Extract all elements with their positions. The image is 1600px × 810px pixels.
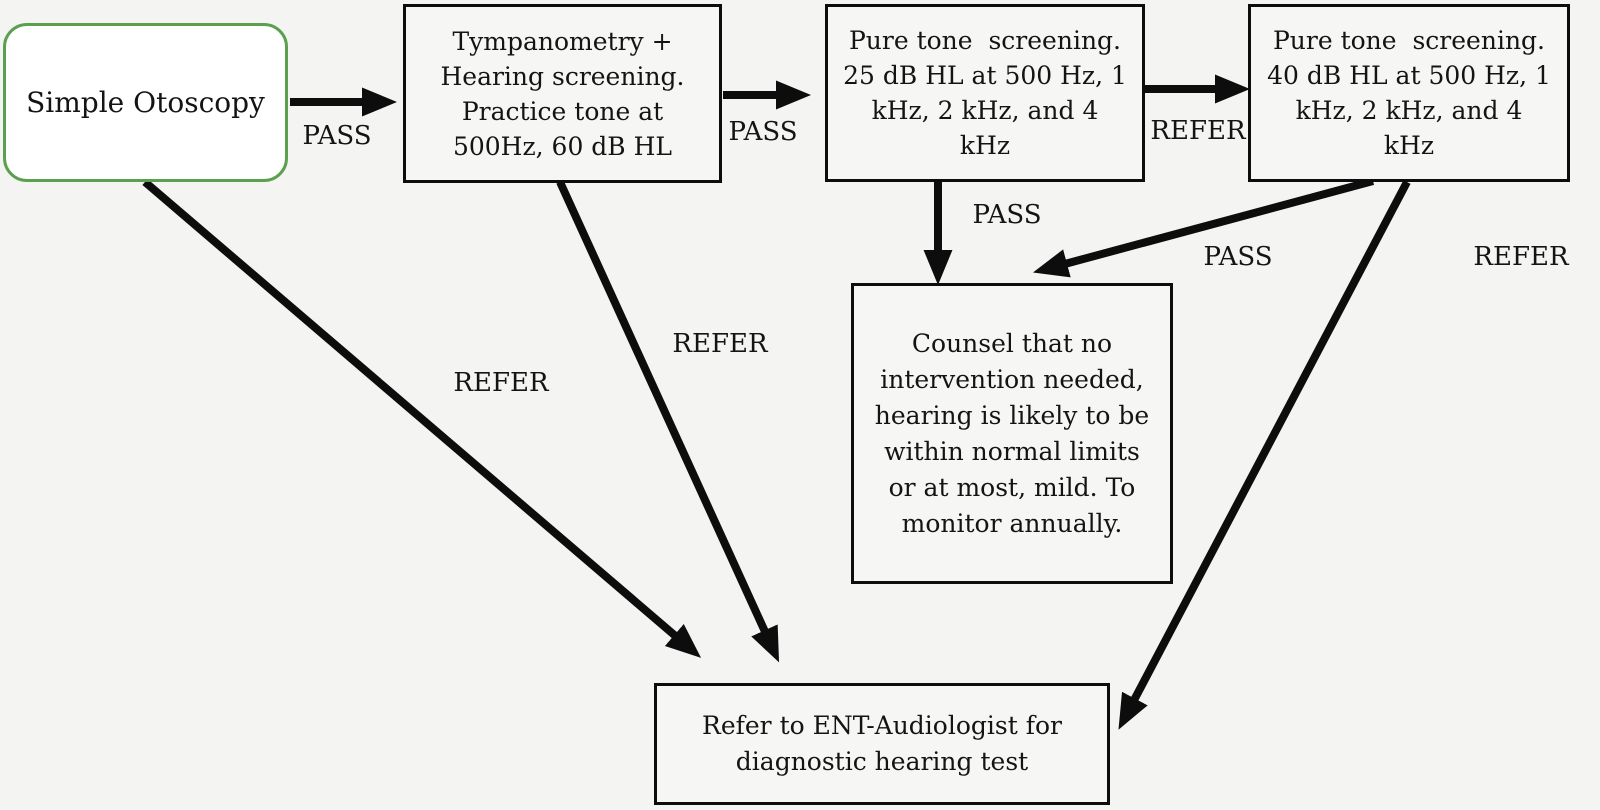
label-otoscopy-refer: REFER <box>453 368 549 398</box>
arrow-otoscopy-refer <box>142 178 702 658</box>
label-pt25-refer: REFER <box>1150 116 1246 146</box>
arrow-pt40-pass <box>1032 177 1375 278</box>
node-simple-otoscopy: Simple Otoscopy <box>3 23 288 182</box>
node-refer-ent-audiologist: Refer to ENT-Audiologist for diagnostic … <box>654 683 1110 805</box>
label-tympanometry-refer: REFER <box>672 329 768 359</box>
label-tympanometry-pass: PASS <box>728 117 798 147</box>
arrow-tympanometry-refer <box>556 180 780 663</box>
arrow-pt40-refer <box>1118 180 1411 730</box>
label-pt40-pass: PASS <box>1203 242 1273 272</box>
node-pure-tone-40db: Pure tone screening. 40 dB HL at 500 Hz,… <box>1248 4 1570 182</box>
label-pt40-refer: REFER <box>1473 242 1569 272</box>
label-otoscopy-pass: PASS <box>302 121 372 151</box>
node-counsel-no-intervention: Counsel that no intervention needed, hea… <box>851 283 1173 584</box>
node-pure-tone-25db: Pure tone screening. 25 dB HL at 500 Hz,… <box>825 4 1145 182</box>
node-tympanometry-screening: Tympanometry + Hearing screening. Practi… <box>403 4 722 183</box>
label-pt25-pass: PASS <box>972 200 1042 230</box>
